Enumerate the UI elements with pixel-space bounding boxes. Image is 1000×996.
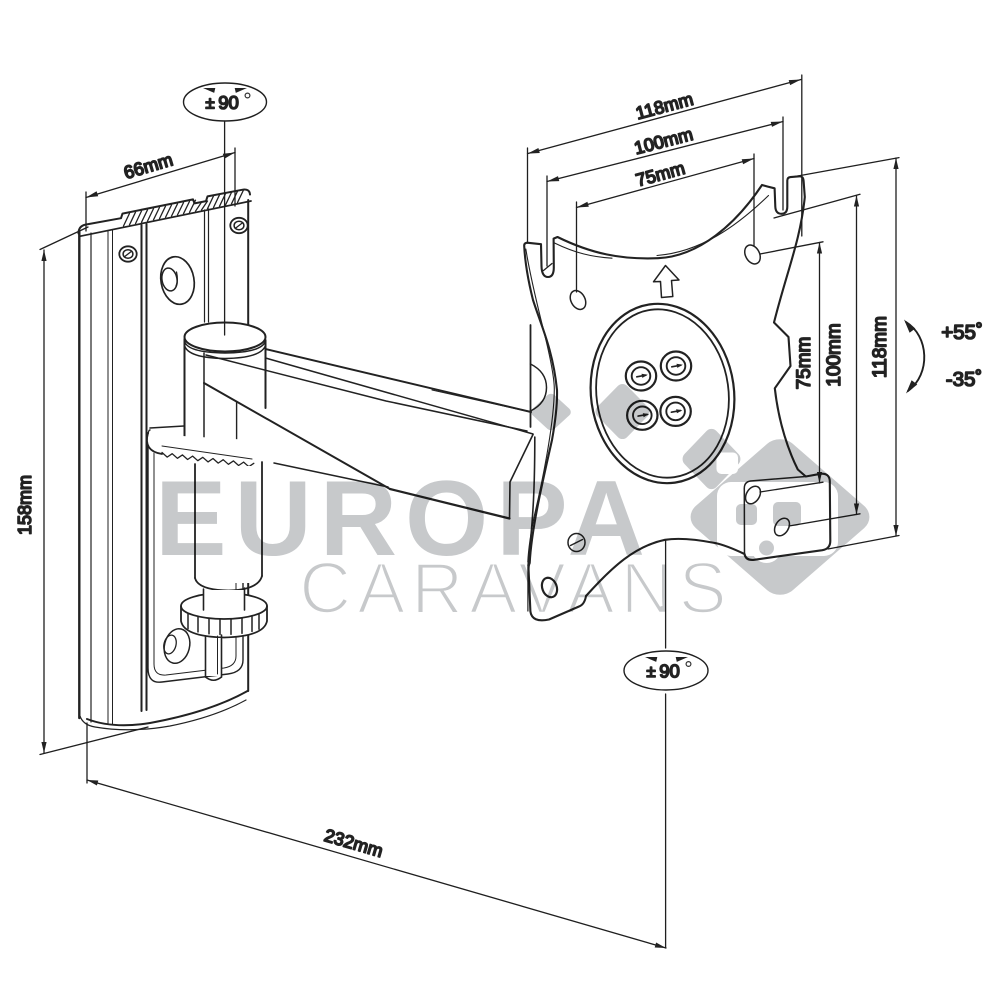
svg-text:±: ± xyxy=(646,662,655,681)
svg-text:90: 90 xyxy=(218,92,239,113)
svg-text:±: ± xyxy=(205,94,214,113)
svg-text:100mm: 100mm xyxy=(824,323,845,386)
svg-text:232mm: 232mm xyxy=(322,825,385,861)
svg-text:90: 90 xyxy=(659,661,680,682)
svg-text:75mm: 75mm xyxy=(634,158,688,191)
svg-text:118mm: 118mm xyxy=(634,89,696,124)
svg-text:75mm: 75mm xyxy=(794,337,815,390)
svg-text:EUROPA: EUROPA xyxy=(155,458,653,578)
svg-text:CARAVANS: CARAVANS xyxy=(299,549,732,629)
svg-text:100mm: 100mm xyxy=(632,124,695,158)
svg-text:+55˚: +55˚ xyxy=(941,321,983,344)
svg-text:118mm: 118mm xyxy=(870,316,891,378)
svg-text:158mm: 158mm xyxy=(15,475,35,535)
svg-text:-35˚: -35˚ xyxy=(946,368,982,391)
svg-text:66mm: 66mm xyxy=(121,150,175,183)
